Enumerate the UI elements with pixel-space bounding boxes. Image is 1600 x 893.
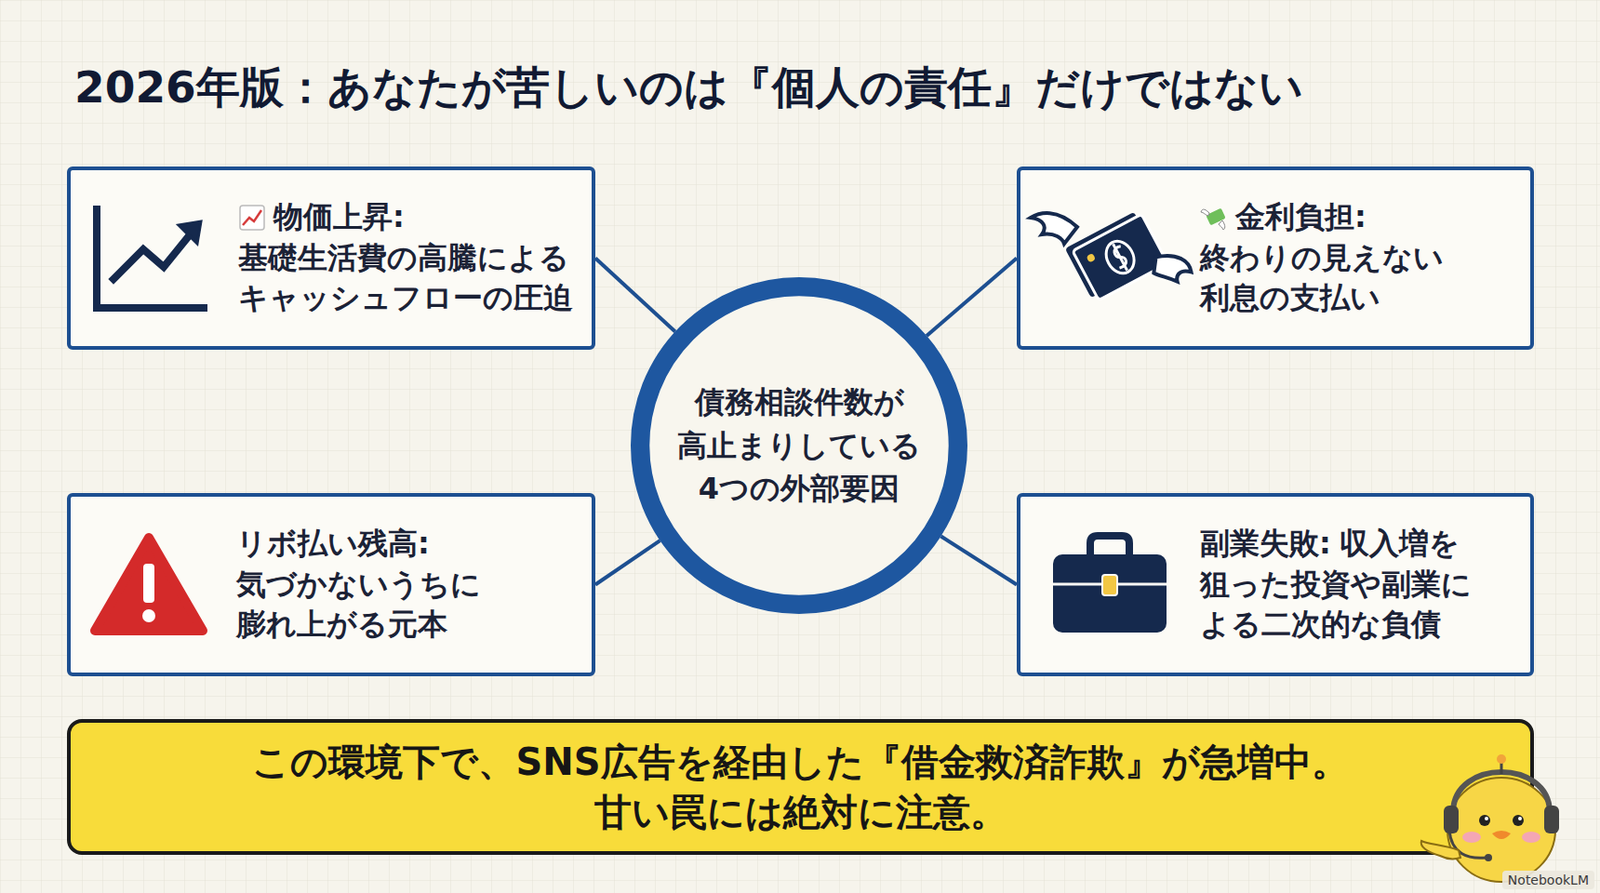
factor-box: 金利負担:終わりの見えない 利息の支払い	[1016, 166, 1534, 350]
warning-icon	[94, 537, 203, 631]
box-heading: 副業失敗:	[1200, 525, 1332, 561]
money-icon	[1017, 159, 1193, 334]
factor-box: 副業失敗:収入増を 狙った投資や副業に よる二次的な負債	[1016, 493, 1534, 677]
box-heading: リボ払い残高:	[236, 523, 430, 565]
hub-circle: 債務相談件数が 高止まりしている 4つの外部要因	[630, 277, 968, 614]
box-text: 気づかないうちに 膨れ上がる元本	[236, 564, 583, 646]
text-row: 金利負担:	[1200, 197, 1517, 239]
text-block: 副業失敗:収入増を 狙った投資や副業に よる二次的な負債	[1200, 523, 1507, 646]
briefcase-icon	[1053, 535, 1167, 633]
box-text: この環境下で、SNS広告を経由した『借金救済詐欺』が急増中。 甘い罠には絶対に注…	[149, 736, 1453, 838]
connector-line	[941, 535, 1017, 585]
connector-line	[595, 540, 661, 585]
box-text: 債務相談件数が 高止まりしている 4つの外部要因	[664, 380, 934, 510]
factor-box: リボ払い残高:気づかないうちに 膨れ上がる元本	[66, 493, 596, 677]
box-text: 終わりの見えない 利息の支払い	[1200, 238, 1517, 320]
text-block: 金利負担:終わりの見えない 利息の支払い	[1200, 197, 1517, 320]
text-block: 物価上昇:基礎生活費の高騰による キャッシュフローの圧迫	[238, 197, 585, 320]
text-block: 債務相談件数が 高止まりしている 4つの外部要因	[664, 380, 934, 510]
text-row: 債務相談件数が 高止まりしている 4つの外部要因	[664, 380, 934, 510]
warning-band: この環境下で、SNS広告を経由した『借金救済詐欺』が急増中。 甘い罠には絶対に注…	[66, 719, 1534, 855]
chart-emoji	[238, 203, 267, 232]
text-row: 終わりの見えない 利息の支払い	[1200, 238, 1517, 320]
text-row: リボ払い残高:	[236, 523, 583, 565]
box-text: 基礎生活費の高騰による キャッシュフローの圧迫	[238, 238, 585, 320]
connector-line	[926, 258, 1017, 336]
box-heading: 金利負担:	[1235, 197, 1367, 239]
factor-box: 物価上昇:基礎生活費の高騰による キャッシュフローの圧迫	[66, 166, 596, 350]
watermark-text: NotebookLM	[1507, 872, 1589, 888]
money-emoji	[1200, 203, 1228, 232]
box-heading: 物価上昇:	[273, 197, 405, 239]
chart-icon	[96, 209, 204, 308]
text-row: この環境下で、SNS広告を経由した『借金救済詐欺』が急増中。 甘い罠には絶対に注…	[149, 736, 1453, 838]
connector-line	[595, 258, 676, 333]
page-title: 2026年版：あなたが苦しいのは『個人の責任』だけではない	[74, 61, 1304, 114]
text-block: この環境下で、SNS広告を経由した『借金救済詐欺』が急増中。 甘い罠には絶対に注…	[149, 736, 1453, 838]
text-row: 基礎生活費の高騰による キャッシュフローの圧迫	[238, 238, 585, 320]
watermark: NotebookLM	[1502, 870, 1595, 890]
text-row: 気づかないうちに 膨れ上がる元本	[236, 564, 583, 646]
text-row: 副業失敗:	[1200, 525, 1332, 561]
text-block: リボ払い残高:気づかないうちに 膨れ上がる元本	[236, 523, 583, 646]
text-row: 物価上昇:	[238, 197, 585, 239]
